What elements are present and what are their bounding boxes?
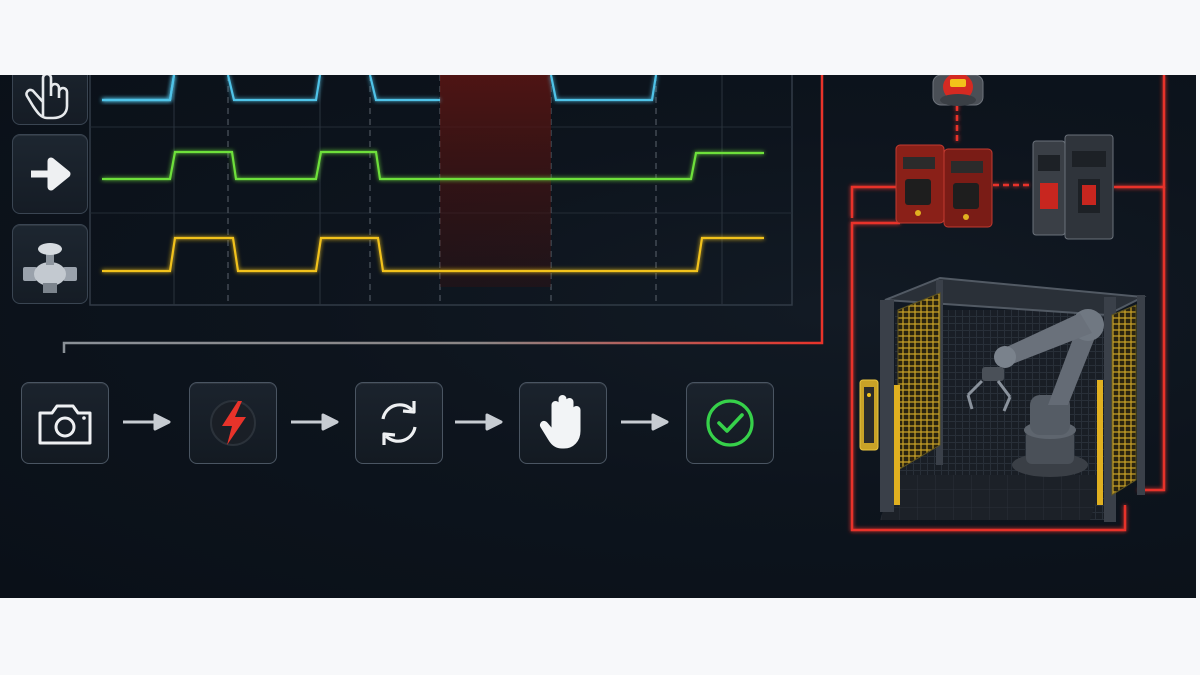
signal-trace-arrow xyxy=(102,150,764,181)
arrow-right-icon xyxy=(123,413,171,431)
signal-trace-hand xyxy=(102,75,176,102)
signal-icon-valve xyxy=(12,224,88,304)
step-reset xyxy=(355,382,443,464)
safety-circuit-wiring xyxy=(850,75,1166,532)
contactor-pair xyxy=(1032,134,1114,240)
safety-relay-pair xyxy=(895,144,993,228)
check-circle-icon xyxy=(706,399,754,447)
step-stop xyxy=(519,382,607,464)
flow-arrow-3 xyxy=(453,412,505,432)
arrow-right-icon xyxy=(455,413,503,431)
circuit-and-timing-layer xyxy=(62,75,1166,532)
arrow-right-icon xyxy=(291,413,339,431)
step-complete xyxy=(686,382,774,464)
flow-arrow-4 xyxy=(619,412,671,432)
robot-cell xyxy=(880,276,1147,522)
valve-icon xyxy=(23,243,77,293)
camera-icon xyxy=(38,404,92,445)
fault-window xyxy=(440,75,551,287)
hand-icon xyxy=(25,75,69,120)
diagram-canvas xyxy=(0,75,1196,598)
signal-trace-hand-path xyxy=(102,75,658,102)
stop-hand-icon xyxy=(539,395,581,449)
light-curtain xyxy=(859,379,879,451)
signal-icon-hand xyxy=(12,75,88,125)
cycle-icon xyxy=(381,401,417,445)
step-fault xyxy=(189,382,277,464)
emergency-stop-button xyxy=(932,75,984,106)
arrow-right-icon xyxy=(621,413,669,431)
step-camera xyxy=(21,382,109,464)
arrow-right-icon xyxy=(31,157,71,191)
signal-icon-arrow xyxy=(12,134,88,214)
flow-arrow-2 xyxy=(289,412,341,432)
flow-arrow-1 xyxy=(121,412,173,432)
signal-trace-valve xyxy=(102,236,764,273)
lightning-icon xyxy=(210,400,256,446)
